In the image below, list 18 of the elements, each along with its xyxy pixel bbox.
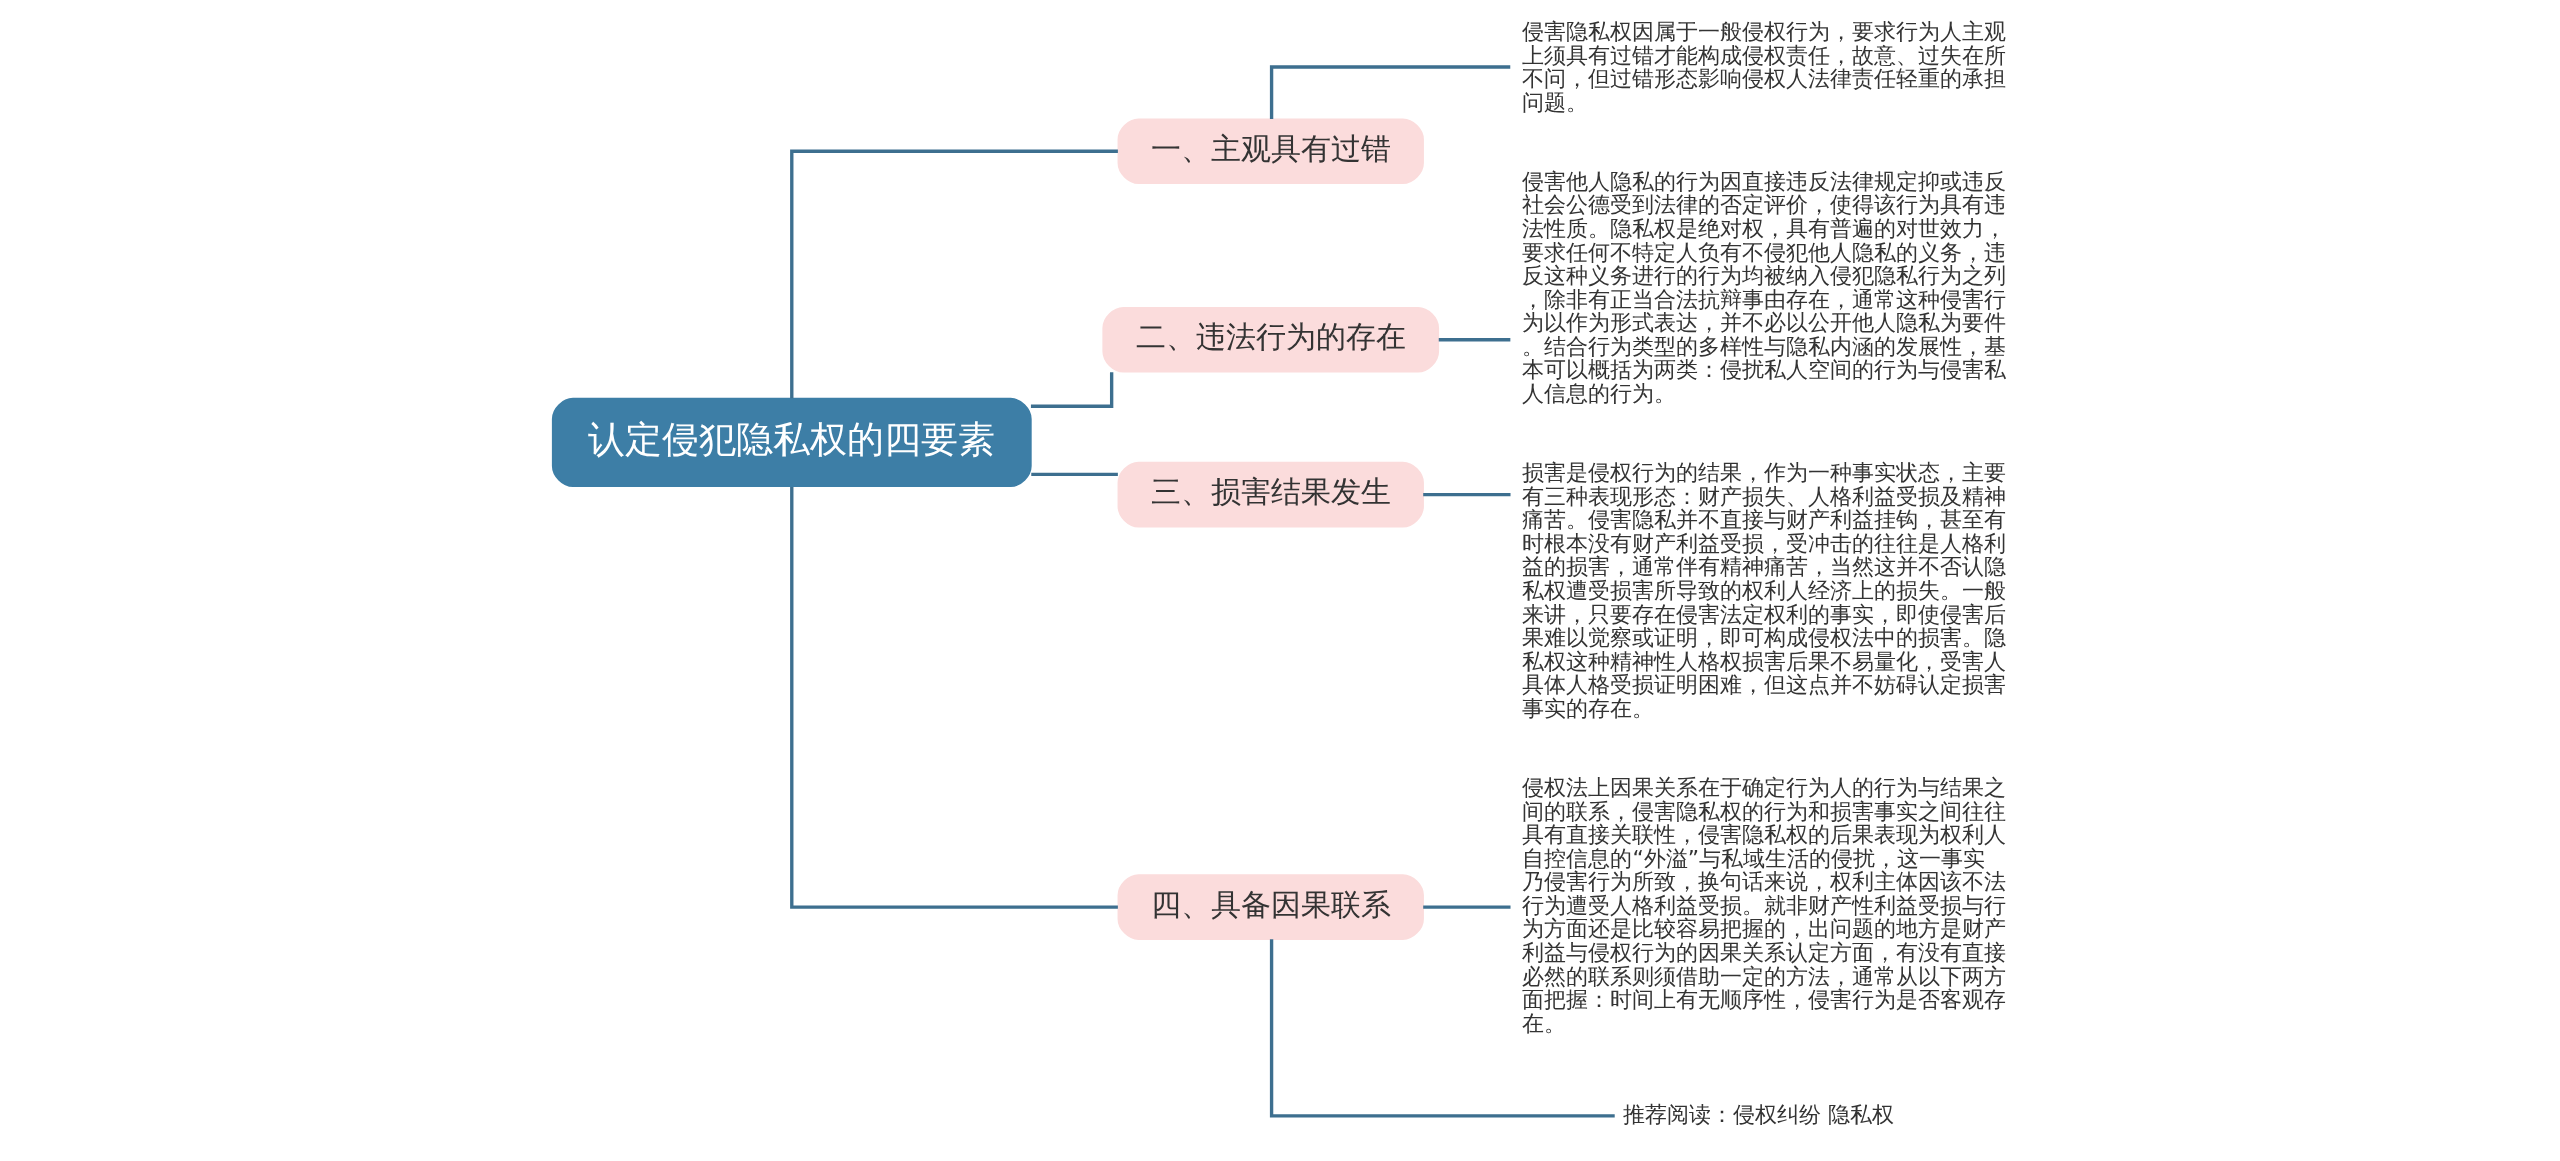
node-text: 推荐阅读：侵权纠纷 隐私权 <box>1623 1101 1895 1127</box>
node-box: 三、损害结果发生 <box>1117 461 1424 528</box>
node-text: 侵害隐私权因属于一般侵权行为，要求行为人主观上须具有过错才能构成侵权责任，故意、过失在所不问，但过错形态影响侵权人法律责任轻重的承担问题。 <box>1522 19 2007 115</box>
connector <box>1423 492 1511 497</box>
node-box: 认定侵犯隐私权的四要素 <box>551 397 1032 488</box>
connector <box>1438 338 1511 342</box>
connector <box>1269 939 1615 1118</box>
connector <box>1269 65 1511 119</box>
connector <box>1031 472 1118 477</box>
node-box: 二、违法行为的存在 <box>1102 306 1440 373</box>
node-text: 损害是侵权行为的结果，作为一种事实状态，主要有三种表现形态：财产损失、人格利益受损及精神痛苦。侵害隐私并不直接与财产利益挂钩，甚至有时根本没有财产利益受损，受冲击的往往是人格利益的损害，通常伴有精神痛苦，当然这并不否认隐私权遭受损害所导致的权利人经济上的损失。一般来讲，只要存在侵害法定权利的事实，即使侵害后果难以觉察或证明，即可构成侵权法中的损害。隐私权这种精神性人格权损害后果不易量化，受害人具体人格受损证明困难，但这点并不妨碍认定损害事实的存在。 <box>1522 460 2007 721</box>
node-text: 侵权法上因果关系在于确定行为人的行为与结果之间的联系，侵害隐私权的行为和损害事实之间往往具有直接关联性，侵害隐私权的后果表现为权利人自控信息的“外溢”与私域生活的侵扰，这一事实乃侵害行为所致，换句话来说，权利主体因该不法行为遭受人格利益受损。就非财产性利益受损与行为方面还是比较容易把握的，出问题的地方是财产利益与侵权行为的因果关系认定方面，有没有直接必然的联系则须借助一定的方法，通常从以下两方面把握：时间上有无顺序性，侵害行为是否客观存在。 <box>1522 774 2007 1036</box>
node-box: 四、具备因果联系 <box>1117 874 1424 940</box>
node-box: 一、主观具有过错 <box>1117 118 1424 185</box>
connector <box>1423 905 1511 909</box>
connector <box>790 149 1118 399</box>
connector <box>790 487 1118 909</box>
node-text: 侵害他人隐私的行为因直接违反法律规定抑或违反社会公德受到法律的否定评价，使得该行为具有违法性质。隐私权是绝对权，具有普遍的对世效力，要求任何不特定人负有不侵犯他人隐私的义务，违反这种义务进行的行为均被纳入侵犯隐私行为之列，除非有正当合法抗辩事由存在，通常这种侵害行为以作为形式表达，并不必以公开他人隐私为要件。结合行为类型的多样性与隐私内涵的发展性，基本可以概括为两类：侵扰私人空间的行为与侵害私人信息的行为。 <box>1522 168 2007 407</box>
